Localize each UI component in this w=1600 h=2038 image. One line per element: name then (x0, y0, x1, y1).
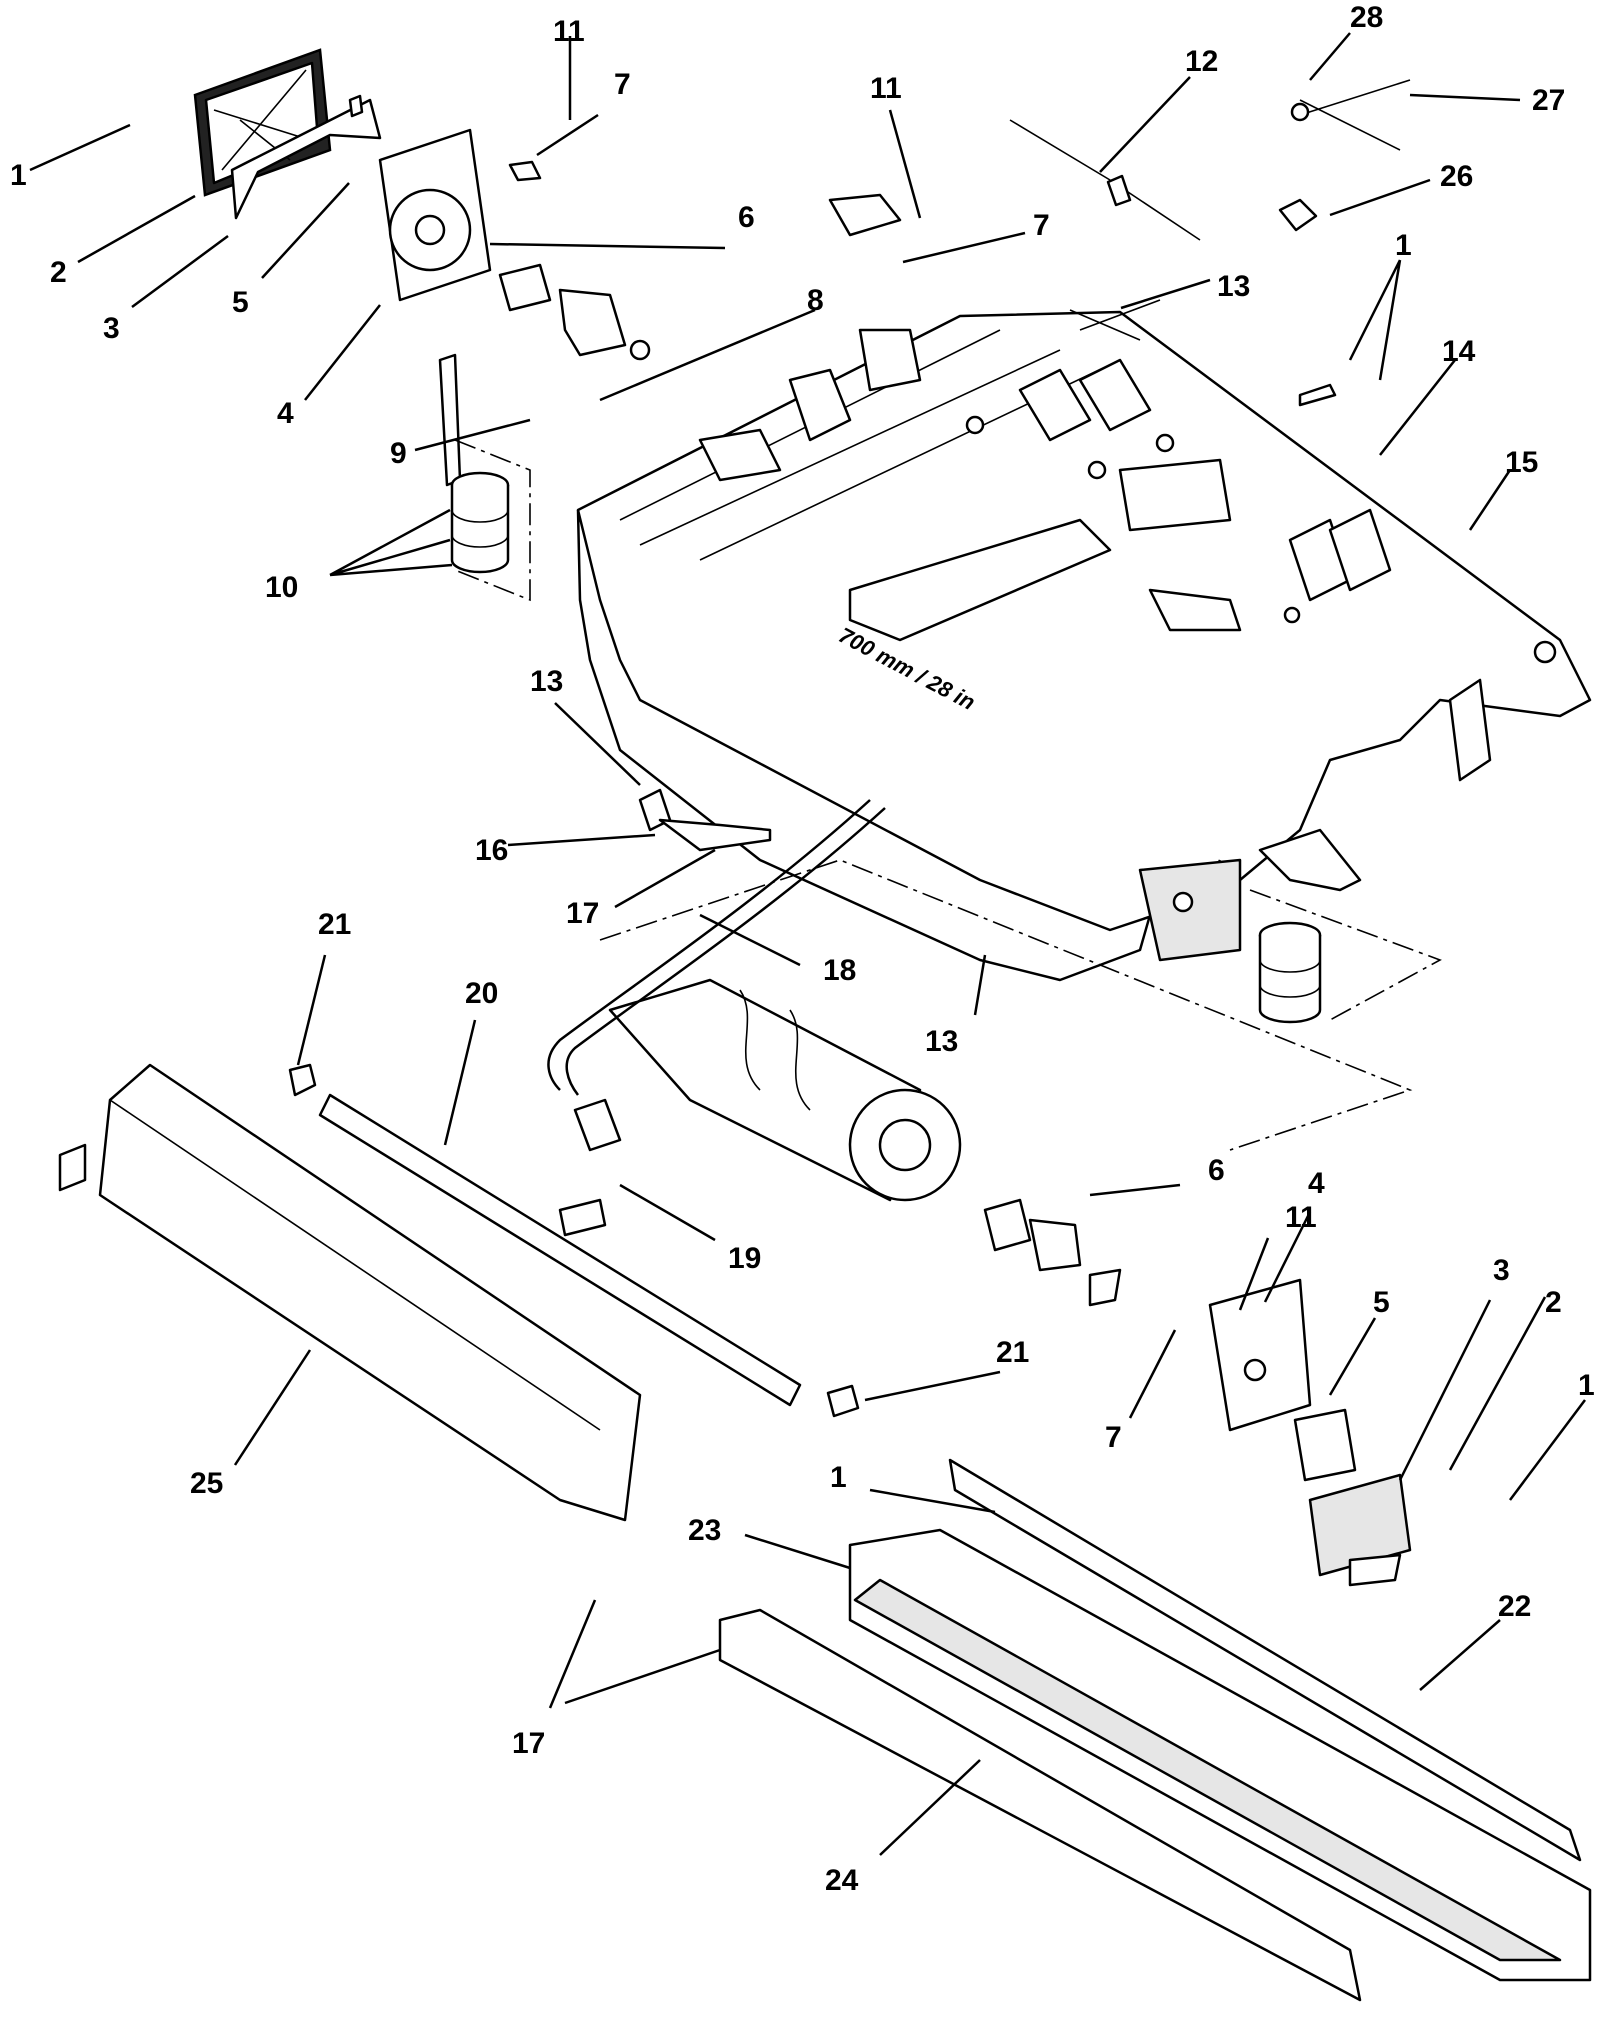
callout-21: 21 (318, 908, 351, 941)
callout-3: 3 (1493, 1254, 1510, 1287)
callout-10: 10 (265, 571, 298, 604)
callout-11: 11 (553, 15, 585, 48)
callout-20: 20 (465, 977, 498, 1010)
main-housing: 700 mm / 28 in (576, 310, 1592, 982)
callout-3: 3 (103, 312, 120, 345)
callout-25: 25 (190, 1467, 223, 1500)
callout-24: 24 (825, 1864, 859, 1897)
callout-19: 19 (728, 1242, 761, 1275)
callout-13: 13 (925, 1025, 958, 1058)
leader-lines (29, 32, 1586, 1856)
squeegee-assembly-front (718, 1458, 1592, 2002)
callout-5: 5 (1373, 1286, 1390, 1319)
bumper-stack (450, 439, 1442, 1024)
brush-roller (599, 859, 1413, 1202)
callout-6: 6 (738, 201, 755, 234)
callout-8: 8 (807, 284, 824, 317)
callout-1: 1 (1578, 1369, 1595, 1402)
callout-16: 16 (475, 834, 508, 867)
callout-2: 2 (1545, 1286, 1562, 1319)
end-plate-left (193, 48, 651, 487)
callout-9: 9 (390, 437, 407, 470)
callout-14: 14 (1442, 335, 1476, 368)
squeegee-frame-left (58, 1063, 642, 1522)
water-hose (547, 799, 886, 1152)
callout-21: 21 (996, 1336, 1029, 1369)
callout-6: 6 (1208, 1154, 1225, 1187)
callout-28: 28 (1350, 1, 1383, 34)
callout-23: 23 (688, 1514, 721, 1547)
callouts: 1 2 3 4 5 6 7 8 9 10 11 11 7 12 13 1 14 … (10, 1, 1595, 1897)
callout-12: 12 (1185, 45, 1218, 78)
callout-1: 1 (10, 159, 27, 192)
callout-4: 4 (277, 397, 294, 430)
callout-4: 4 (1308, 1167, 1325, 1200)
callout-7: 7 (614, 68, 631, 101)
end-plate-right (983, 1198, 1412, 1587)
callout-17: 17 (566, 897, 599, 930)
callout-11: 11 (870, 72, 902, 105)
callout-18: 18 (823, 954, 856, 987)
upper-small-parts (508, 79, 1411, 407)
callout-11: 11 (1285, 1201, 1317, 1234)
callout-7: 7 (1105, 1421, 1122, 1454)
callout-1: 1 (1395, 229, 1412, 262)
callout-1: 1 (830, 1461, 847, 1494)
callout-5: 5 (232, 286, 249, 319)
callout-15: 15 (1505, 446, 1538, 479)
callout-22: 22 (1498, 1590, 1531, 1623)
fastener-left (638, 788, 772, 852)
callout-27: 27 (1532, 84, 1565, 117)
callout-7: 7 (1033, 209, 1050, 242)
callout-13: 13 (530, 665, 563, 698)
callout-13: 13 (1217, 270, 1250, 303)
callout-2: 2 (50, 256, 67, 289)
callout-26: 26 (1440, 160, 1473, 193)
spray-tube-left (288, 1063, 860, 1418)
callout-17: 17 (512, 1727, 545, 1760)
